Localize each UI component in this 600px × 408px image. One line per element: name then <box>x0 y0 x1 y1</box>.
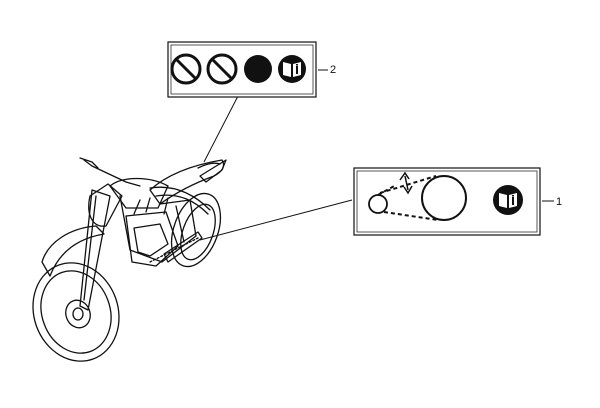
adjust-arrows-icon <box>399 171 413 195</box>
manual-book-icon <box>493 185 523 215</box>
engine <box>125 211 179 267</box>
label-2-box <box>167 41 317 98</box>
fuel-tank <box>109 177 169 209</box>
leader-line-1 <box>199 199 353 241</box>
rear-wheel <box>170 192 222 268</box>
drive-chain <box>149 237 199 263</box>
frame <box>119 195 197 263</box>
seat <box>149 159 225 205</box>
callout-number-2: 2 <box>330 64 337 76</box>
no-symbol-icon <box>170 53 202 85</box>
front-wheel <box>32 262 120 362</box>
exhaust-pipe <box>149 186 211 211</box>
chain-slack-icon <box>368 175 467 221</box>
filled-circle-icon <box>244 55 272 83</box>
callout-number-1: 1 <box>556 196 563 208</box>
handlebar <box>83 159 141 187</box>
no-symbol-icon <box>206 53 238 85</box>
swingarm <box>163 231 203 263</box>
number-plate <box>88 183 123 227</box>
motorcycle-illustration <box>32 157 227 362</box>
leader-line-2 <box>203 95 239 163</box>
front-fender <box>41 225 105 277</box>
rear-fender <box>199 159 227 183</box>
label-1-box <box>353 167 541 236</box>
front-fork <box>79 189 111 311</box>
manual-book-icon <box>278 55 306 83</box>
